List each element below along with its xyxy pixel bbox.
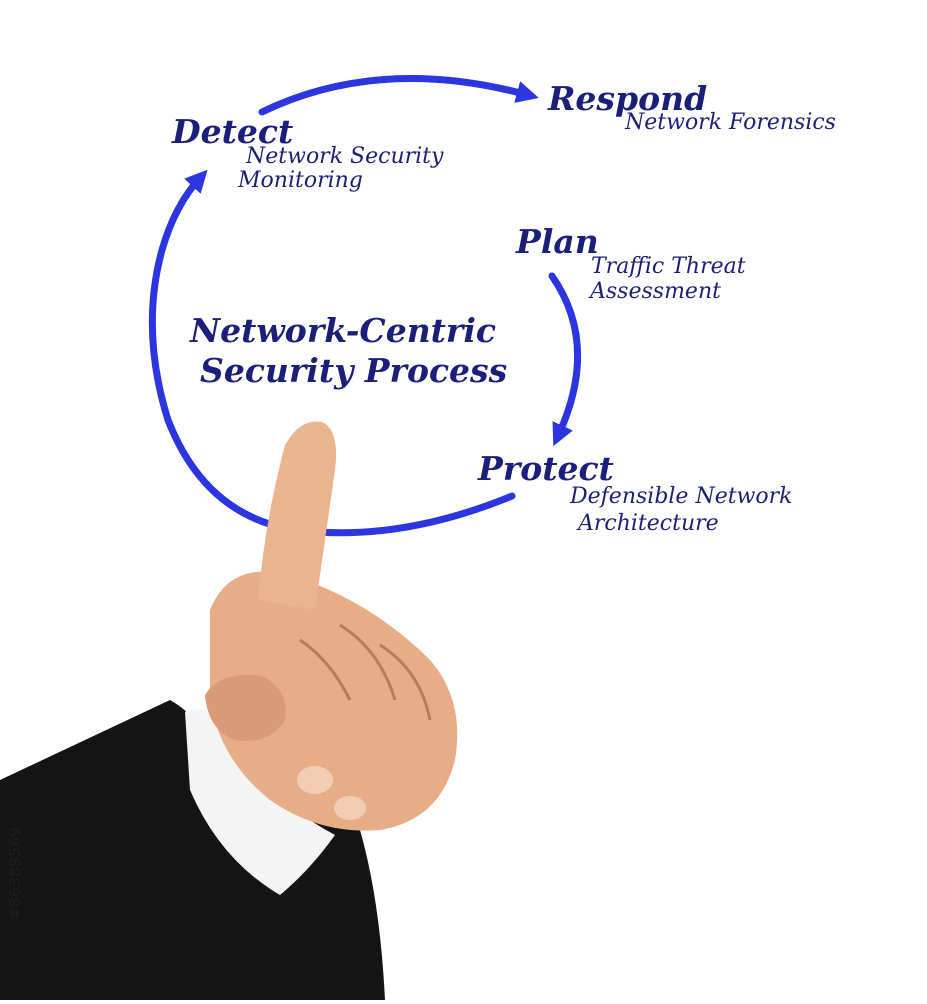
stage-plan-detail-1: Traffic Threat <box>591 254 746 279</box>
stage-protect-label: Protect <box>478 449 614 488</box>
knuckle-line <box>379 643 432 721</box>
stage-detect-detail-2: Monitoring <box>238 168 363 193</box>
center-title-line-1: Network-Centric <box>190 311 496 350</box>
stock-id-text: #86389569 <box>6 826 24 920</box>
arrow-detect-to-respond <box>258 75 539 116</box>
knuckle-line <box>339 623 397 701</box>
hand-fist <box>210 571 458 831</box>
pointing-hand-icon <box>258 421 337 610</box>
stage-respond-detail-1: Network Forensics <box>625 110 836 135</box>
arrow-plan-to-protect <box>548 272 581 447</box>
stage-protect-detail-1: Defensible Network <box>570 484 793 509</box>
hand-thumb <box>205 674 286 741</box>
shirt-cuff <box>185 709 335 895</box>
stage-respond-label: Respond <box>548 79 708 118</box>
stage-protect-detail-2: Architecture <box>578 511 719 536</box>
stage-detect-label: Detect <box>172 112 294 151</box>
center-title-line-2: Security Process <box>200 351 508 390</box>
stage-detect-detail-1: Network Security <box>246 144 444 169</box>
knuckle-line <box>299 638 352 701</box>
stage-plan-label: Plan <box>516 222 599 261</box>
suit-sleeve <box>0 700 385 1000</box>
fingernail <box>297 766 333 794</box>
arrow-protect-to-detect <box>148 169 516 537</box>
fingernail <box>334 796 366 820</box>
stage-plan-detail-2: Assessment <box>590 279 721 304</box>
